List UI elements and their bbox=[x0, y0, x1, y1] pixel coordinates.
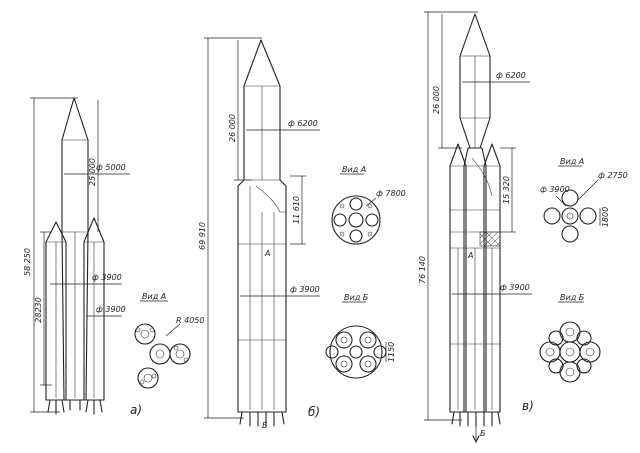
rocket-variant-c: 76 140 26 000 15 320 bbox=[418, 11, 628, 443]
view-b-label-b: Вид Б bbox=[344, 293, 369, 302]
view-a-cluster-a: Вид А R 4050 bbox=[134, 292, 204, 389]
total-length-c: 76 140 bbox=[418, 256, 427, 284]
rocket-body-b bbox=[237, 39, 287, 413]
fairing-diameter-a: ф 5000 bbox=[96, 163, 126, 172]
marker-b-b: Б bbox=[262, 421, 268, 430]
booster-diameter-a: ф 3900 bbox=[96, 305, 126, 314]
dimension-fairing-c: 26 000 bbox=[432, 14, 462, 149]
section-length-b: 11 610 bbox=[292, 196, 301, 224]
diameter-leaders-c: ф 6200 ф 3900 bbox=[452, 71, 532, 295]
section-length-c: 15 320 bbox=[502, 176, 511, 204]
diameter-leaders-b: ф 6200 ф 3900 bbox=[240, 119, 320, 297]
view-b-dim-b: 1150 bbox=[387, 342, 396, 362]
total-length-a: 58 250 bbox=[23, 248, 32, 276]
view-a-label-b: Вид А bbox=[342, 165, 366, 174]
total-length-b: 69 910 bbox=[198, 222, 207, 250]
dimension-fairing-a: 25 000 bbox=[88, 100, 99, 232]
rocket-variant-a: 58 250 28230 25 000 bbox=[23, 97, 204, 417]
marker-a-b: А bbox=[264, 249, 270, 258]
variant-letter-a: а) bbox=[130, 403, 142, 417]
fairing-length-a: 25 000 bbox=[88, 158, 97, 186]
nozzles-a bbox=[47, 399, 103, 415]
fairing-diameter-c: ф 6200 bbox=[496, 71, 526, 80]
dimension-section-c: 15 320 bbox=[500, 147, 516, 233]
core-diameter-a: ф 3900 bbox=[92, 273, 122, 282]
view-b-diagram-c: Вид Б bbox=[539, 293, 601, 383]
dimension-core-a: 28230 bbox=[34, 231, 52, 386]
booster-left-c bbox=[449, 143, 467, 413]
dimension-total-c: 76 140 bbox=[418, 11, 478, 421]
dimension-total-b: 69 910 bbox=[198, 37, 262, 419]
core-body-a bbox=[61, 97, 89, 401]
diameter-leaders-a: ф 5000 ф 3900 ф 3900 bbox=[50, 163, 130, 317]
dimension-section-b: 11 610 bbox=[290, 175, 306, 245]
view-a-label-a: Вид А bbox=[142, 292, 166, 301]
view-a-diagram-c: Вид А ф 3900 ф 2750 1800 bbox=[540, 157, 628, 243]
core-diameter-b: ф 3900 bbox=[290, 285, 320, 294]
nozzles-b bbox=[239, 411, 285, 427]
view-a-diameter2-c: ф 2750 bbox=[598, 171, 628, 180]
hatched-interstage-c bbox=[479, 231, 501, 247]
view-a-radius-a: R 4050 bbox=[176, 316, 204, 325]
rocket-variant-b: 69 910 26 000 11 610 А Б ф 620 bbox=[198, 37, 406, 430]
nozzles-c bbox=[451, 411, 501, 443]
fairing-length-b: 26 000 bbox=[228, 114, 237, 142]
fairing-length-c: 26 000 bbox=[432, 86, 441, 114]
marker-a-c: А bbox=[467, 251, 473, 260]
view-b-label-c: Вид Б bbox=[560, 293, 585, 302]
variant-letter-b: б) bbox=[308, 405, 320, 419]
core-diameter-c: ф 3900 bbox=[500, 283, 530, 292]
view-a-dim-c: 1800 bbox=[601, 207, 610, 227]
dimension-fairing-b: 26 000 bbox=[228, 40, 252, 181]
variant-letter-c: в) bbox=[522, 399, 534, 413]
fairing-diameter-b: ф 6200 bbox=[288, 119, 318, 128]
dimension-total-a: 58 250 bbox=[23, 97, 78, 413]
view-b-diagram-b: Вид Б 1150 bbox=[325, 293, 396, 379]
view-a-diameter-b: ф 7800 bbox=[376, 189, 406, 198]
core-length-a: 28230 bbox=[34, 297, 43, 322]
marker-b-c: Б bbox=[480, 429, 486, 438]
view-a-diagram-b: Вид А ф 7800 bbox=[331, 165, 406, 245]
view-a-label-c: Вид А bbox=[560, 157, 584, 166]
view-a-diameter1-c: ф 3900 bbox=[540, 185, 570, 194]
